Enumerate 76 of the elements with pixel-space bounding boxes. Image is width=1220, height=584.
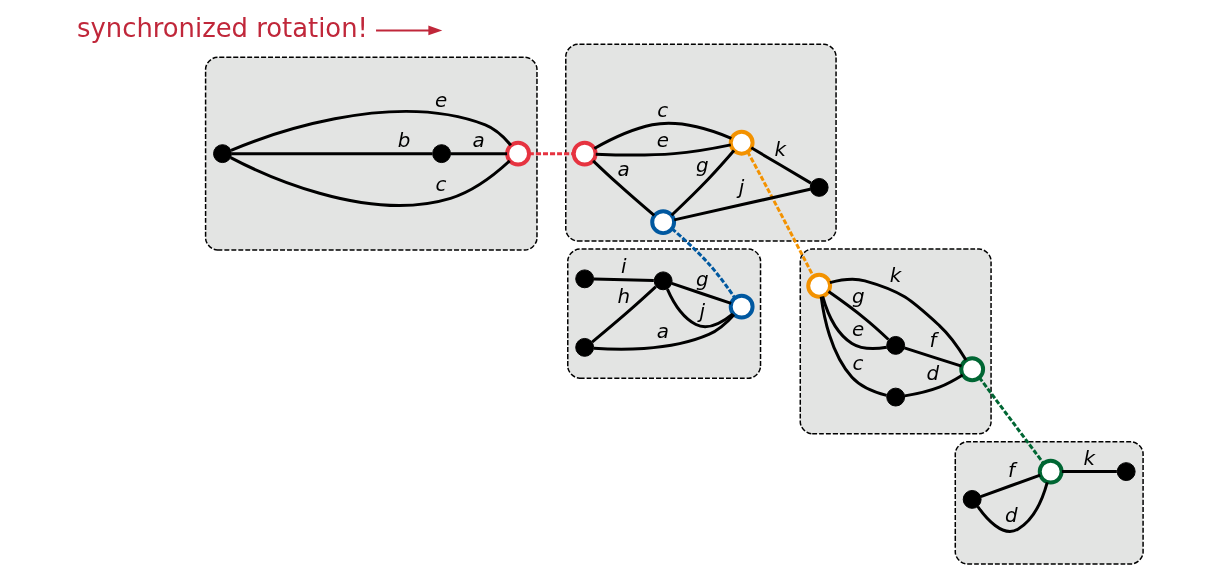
edge-label: k xyxy=(889,263,902,287)
node-circle xyxy=(575,337,595,357)
connector xyxy=(230,110,512,152)
connector xyxy=(231,152,433,156)
edge-label: d xyxy=(1004,504,1018,528)
node-circle xyxy=(213,144,232,164)
node-circle xyxy=(505,140,531,167)
edge-label: k xyxy=(1083,446,1095,470)
edge-label: g xyxy=(695,267,709,291)
connector xyxy=(230,156,511,207)
connector xyxy=(595,143,732,157)
connector xyxy=(829,277,968,361)
edge-label: e xyxy=(656,128,669,152)
edge-label: c xyxy=(657,98,669,122)
connector xyxy=(591,285,657,344)
edge-label: a xyxy=(472,128,485,152)
connector xyxy=(903,346,962,368)
node-circle xyxy=(432,144,451,164)
node-text: synchronized rotation! xyxy=(77,12,368,43)
edge-label: a xyxy=(617,158,630,182)
node-circle xyxy=(1116,462,1136,482)
node-circle xyxy=(653,271,673,291)
node-circle xyxy=(962,490,982,509)
connector xyxy=(529,152,574,156)
node-circle xyxy=(806,272,833,299)
node-circle xyxy=(728,293,755,320)
connector xyxy=(671,282,732,305)
connector xyxy=(593,277,654,283)
connector xyxy=(976,482,1049,533)
edge-label: j xyxy=(699,299,705,323)
cluster xyxy=(204,56,538,251)
connector xyxy=(666,288,734,329)
arrow xyxy=(375,25,443,36)
cluster xyxy=(565,43,837,242)
connector xyxy=(450,152,508,156)
cluster xyxy=(567,248,762,379)
connector xyxy=(827,290,890,341)
node-circle xyxy=(728,129,755,156)
connector xyxy=(978,376,1045,464)
edge-label: d xyxy=(926,362,940,386)
cluster xyxy=(799,248,992,435)
node-circle xyxy=(571,140,598,167)
edge-label: a xyxy=(656,320,669,344)
connector xyxy=(593,313,736,351)
connector xyxy=(671,227,736,299)
connector xyxy=(592,159,656,217)
node-circle xyxy=(650,209,677,236)
connector xyxy=(1061,470,1117,474)
edge-label: h xyxy=(617,284,631,308)
connector xyxy=(670,149,736,217)
node-circle xyxy=(886,387,906,407)
edge-label: j xyxy=(738,176,745,200)
node-circle xyxy=(886,335,906,355)
connector xyxy=(750,146,812,185)
edge-label: k xyxy=(774,137,786,161)
edge-label: g xyxy=(851,284,865,308)
connector xyxy=(593,121,732,150)
connector xyxy=(980,473,1041,499)
connector xyxy=(673,187,811,222)
connector xyxy=(821,296,887,350)
node-circle xyxy=(809,178,829,197)
connector xyxy=(746,151,815,277)
edge-label: c xyxy=(852,352,864,376)
edge-label: b xyxy=(397,128,411,152)
edge-label: g xyxy=(695,153,709,177)
connector xyxy=(819,296,887,397)
edge-label: i xyxy=(620,254,627,278)
edge-label: c xyxy=(435,173,447,197)
edge-label: f xyxy=(929,329,937,353)
edge-label: e xyxy=(851,318,865,342)
cluster xyxy=(954,441,1144,565)
node-circle xyxy=(959,356,986,383)
connector xyxy=(904,373,964,398)
node-circle xyxy=(1037,458,1064,485)
node-circle xyxy=(575,269,595,289)
edge-label: e xyxy=(435,88,448,112)
